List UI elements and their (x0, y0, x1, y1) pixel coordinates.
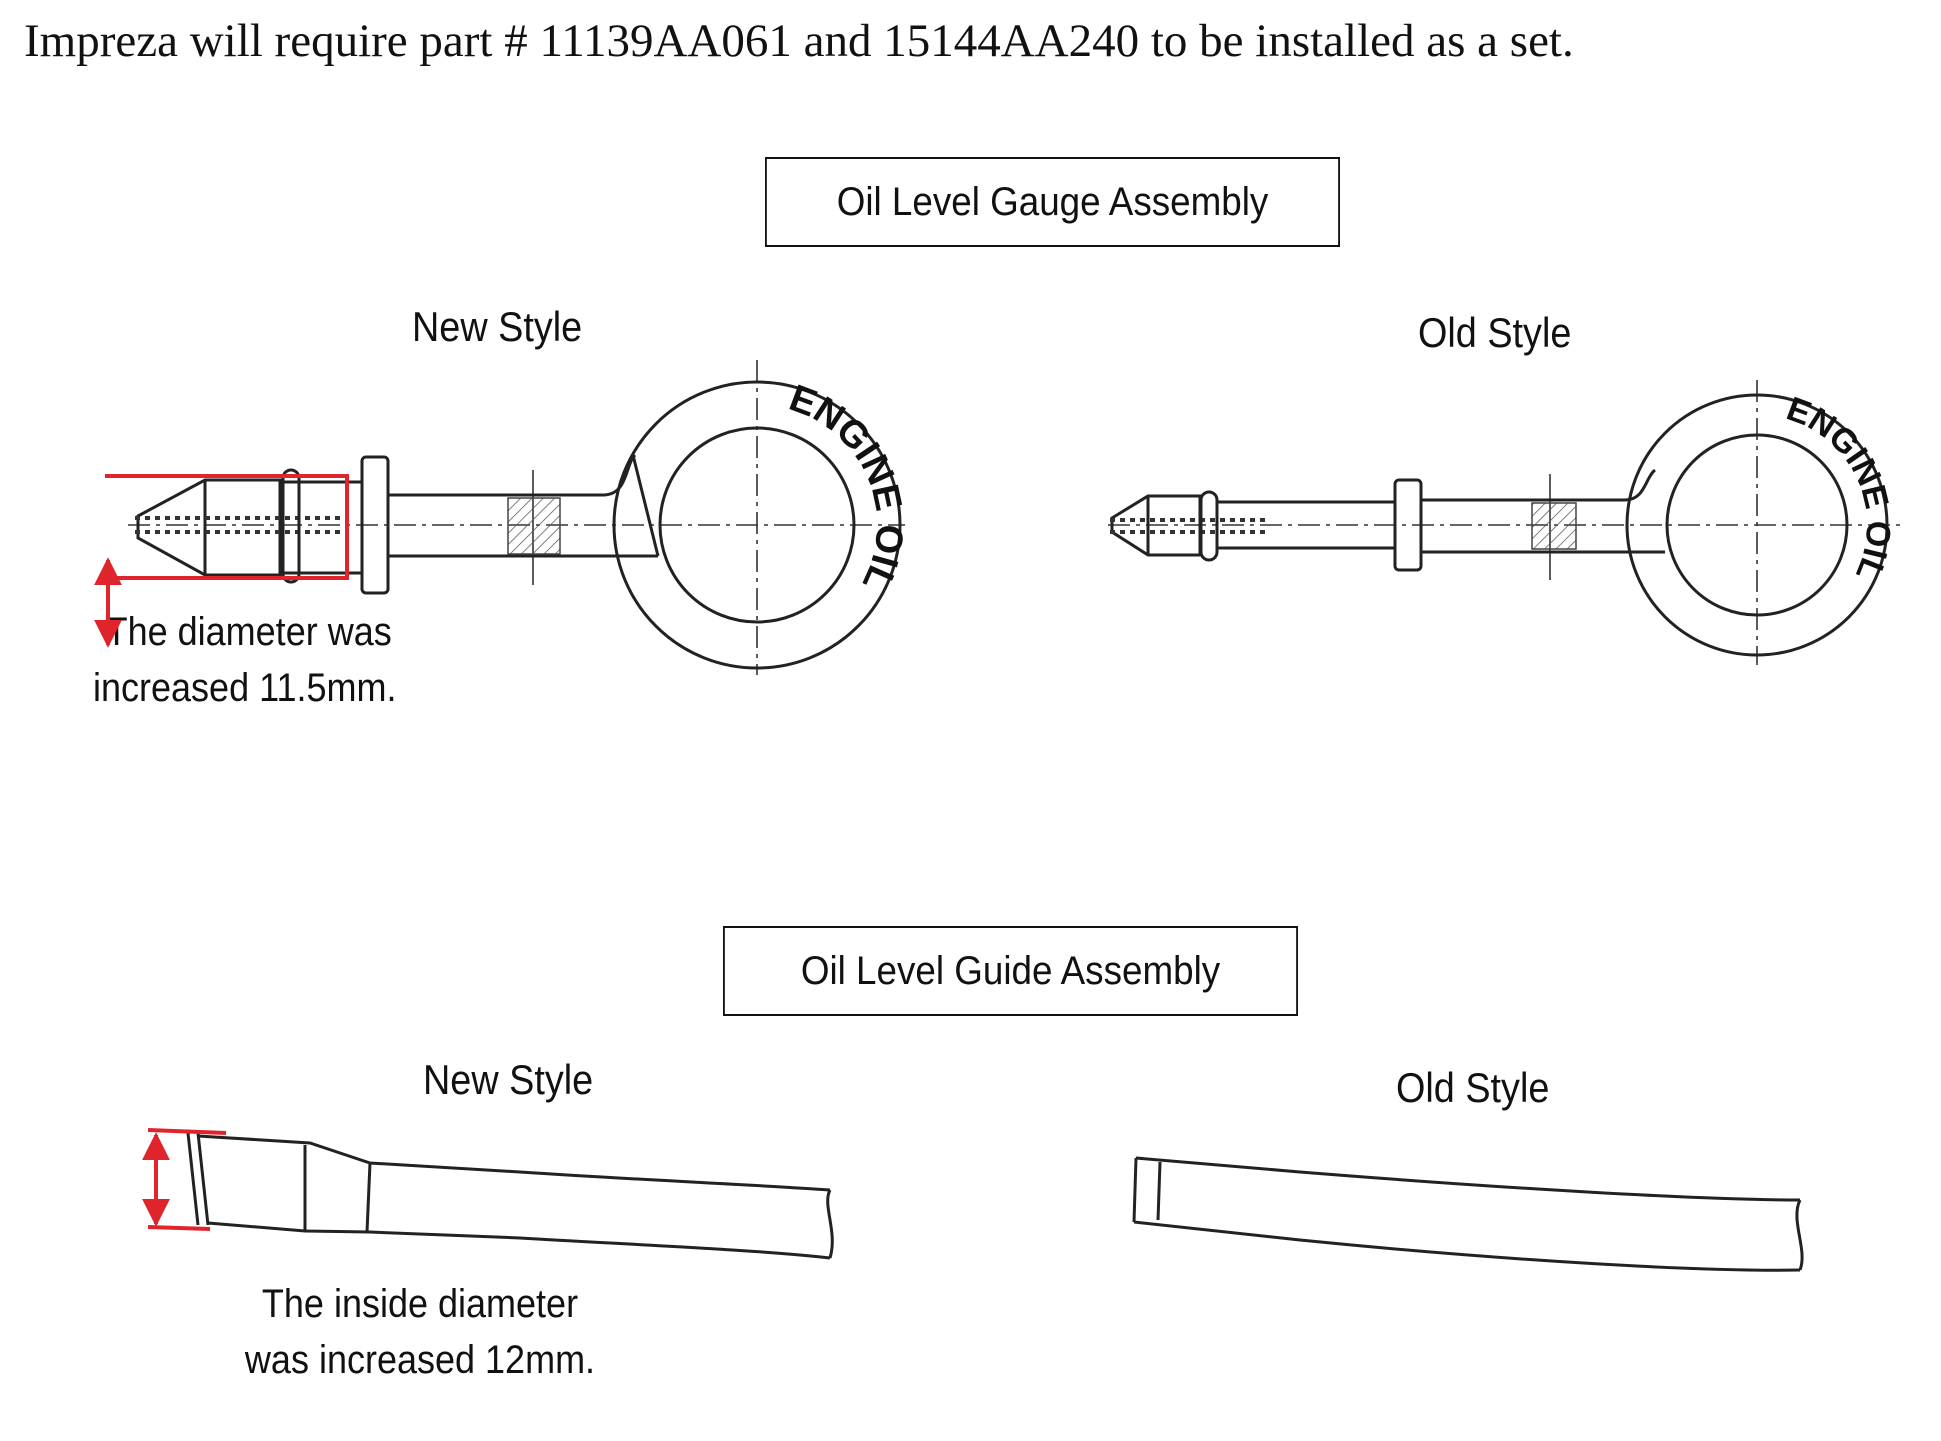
guide-note-line-1: The inside diameter (261, 1282, 579, 1326)
old-style-oil-level-guide (1132, 1156, 1804, 1272)
gauge-diameter-note: The diameter was increased 11.5mm. (93, 604, 396, 716)
gauge-note-line-2: increased 11.5mm. (93, 666, 397, 710)
guide-new-style-label: New Style (423, 1056, 594, 1103)
guide-old-style-label: Old Style (1396, 1064, 1550, 1111)
guide-assembly-title: Oil Level Guide Assembly (723, 926, 1298, 1016)
new-style-oil-level-guide (142, 1128, 834, 1260)
intro-text: Impreza will require part # 11139AA061 a… (24, 15, 1574, 67)
gauge-old-style-label: Old Style (1418, 309, 1572, 356)
gauge-note-line-1: The diameter was (105, 610, 392, 654)
gauge-new-style-label: New Style (412, 303, 583, 350)
guide-note-line-2: was increased 12mm. (244, 1338, 596, 1382)
new-style-oil-level-gauge: ENGINE OIL (94, 360, 911, 675)
gauge-assembly-title: Oil Level Gauge Assembly (765, 157, 1340, 247)
old-style-oil-level-gauge: ENGINE OIL (1108, 380, 1905, 665)
guide-diameter-note: The inside diameter was increased 12mm. (195, 1276, 645, 1388)
